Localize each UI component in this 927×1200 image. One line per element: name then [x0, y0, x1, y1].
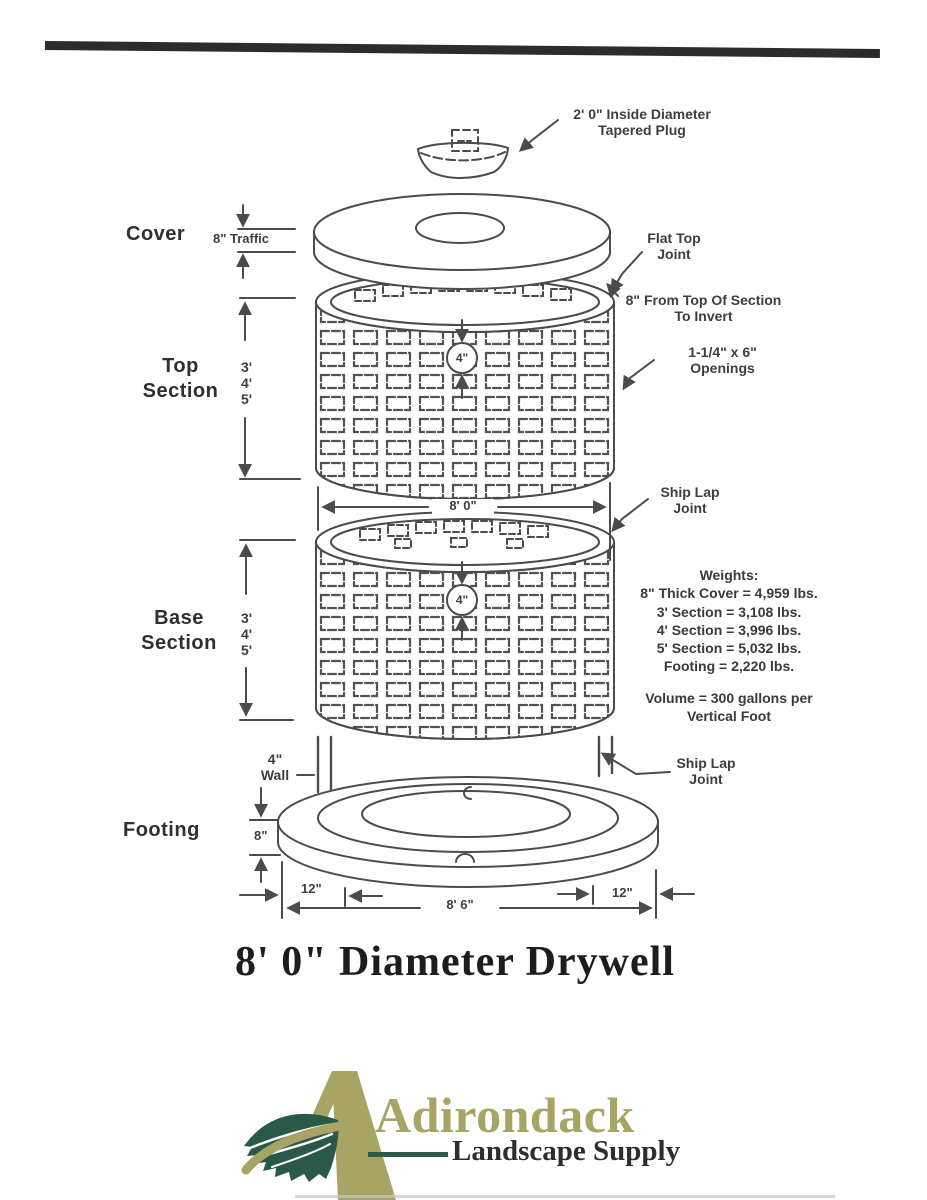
top-section-drawing: [315, 271, 615, 500]
leaf-stem: [241, 1121, 345, 1175]
inner-diameter-dimension: 8' 0": [432, 498, 494, 514]
base-section-label: Base Section: [141, 607, 217, 654]
footing-label: Footing: [123, 819, 200, 841]
invert-annotation: 8" From Top Of Section To Invert: [625, 292, 782, 325]
top-section-label: Top Section: [142, 355, 219, 402]
footing-thickness-dimension: 8": [254, 828, 268, 843]
weights-block: Weights: 8" Thick Cover = 4,959 lbs. 3' …: [615, 566, 843, 725]
top-section-heights: 3' 4' 5': [241, 359, 253, 407]
letter-a-graphic-leg: [332, 1071, 396, 1200]
bottom-scan-line: [295, 1195, 835, 1198]
logo-graphic: [241, 1071, 396, 1200]
wall-annotation: 4" Wall: [260, 751, 290, 784]
plug-annotation: 2' 0" Inside Diameter Tapered Plug: [573, 106, 711, 139]
ship-lap-lower-annotation: Ship Lap Joint: [676, 755, 736, 788]
logo-dash: [368, 1152, 448, 1157]
dimension-lines: [236, 204, 695, 919]
ship-lap-upper-annotation: Ship Lap Joint: [660, 484, 720, 517]
weight-item: 5' Section = 5,032 lbs.: [656, 640, 802, 657]
tapered-plug-drawing: [416, 129, 510, 179]
cover-label: Cover: [126, 223, 186, 245]
flat-top-joint-annotation: Flat Top Joint: [647, 230, 701, 263]
weight-item: 4' Section = 3,996 lbs.: [656, 621, 802, 638]
cover-dimension: 8" Traffic: [213, 231, 270, 246]
weight-item: Footing = 2,220 lbs.: [663, 658, 795, 675]
ledge-right-dimension: 12": [612, 885, 633, 900]
base-wall-thickness: 4": [455, 593, 469, 607]
footing-diameter-dimension: 8' 6": [446, 897, 474, 912]
page-title: 8' 0" Diameter Drywell: [235, 939, 675, 985]
cover-drawing: [313, 193, 611, 290]
weight-item: 3' Section = 3,108 lbs.: [656, 603, 802, 620]
logo-tagline: Landscape Supply: [452, 1135, 681, 1167]
base-section-drawing: [315, 511, 615, 740]
footing-drawing: [277, 776, 659, 888]
openings-annotation: 1-1/4" x 6" Openings: [688, 344, 757, 377]
volume-note: Vertical Foot: [686, 708, 772, 725]
weights-heading: Weights:: [699, 567, 759, 583]
ledge-left-dimension: 12": [301, 881, 322, 896]
logo-name: Adirondack: [375, 1087, 635, 1143]
top-wall-thickness: 4": [455, 351, 469, 365]
weight-item: 8" Thick Cover = 4,959 lbs.: [640, 585, 818, 602]
base-section-heights: 3' 4' 5': [241, 610, 253, 658]
volume-note: Volume = 300 gallons per: [645, 689, 813, 706]
plug-leader-arrow: [518, 119, 559, 152]
